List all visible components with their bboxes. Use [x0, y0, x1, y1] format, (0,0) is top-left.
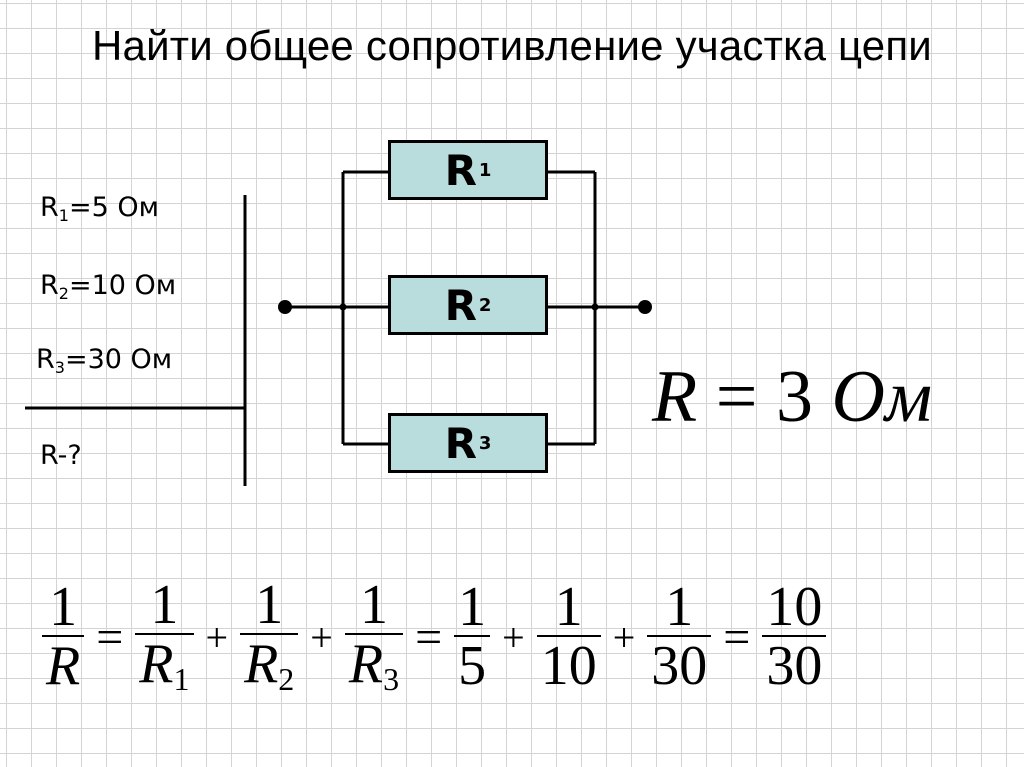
resistor-r1-subscript: 1: [478, 159, 492, 181]
denominator-symbol: R: [139, 633, 174, 696]
resistor-r2-symbol: R: [444, 280, 477, 330]
fraction-numerator: 1: [255, 574, 284, 637]
result-equation: R = 3 Ом: [652, 355, 932, 440]
given-unknown: R-?: [40, 440, 82, 471]
plus-sign: +: [205, 614, 229, 660]
resistor-r2-subscript: 2: [478, 294, 492, 316]
result-value: 3: [775, 356, 813, 438]
resistor-r3-subscript: 3: [478, 432, 492, 454]
fraction-numerator: 1: [554, 575, 583, 638]
fraction-numerator: 1: [49, 575, 78, 638]
fraction-denominator: 30: [647, 634, 712, 696]
given-r1-subscript: 1: [58, 206, 69, 225]
given-r3-subscript: 3: [54, 358, 65, 377]
given-r1-symbol: R: [40, 192, 59, 223]
denominator-subscript: 2: [278, 661, 295, 698]
terminal-right: [638, 300, 652, 314]
given-r2-value: =10 Ом: [68, 270, 177, 301]
fraction-denominator: 10: [536, 634, 601, 696]
resistor-r1-symbol: R: [444, 145, 477, 195]
fraction-numerator: 10: [766, 575, 823, 638]
equals-sign: =: [415, 610, 443, 664]
junction-left: [339, 303, 347, 311]
junction-right: [591, 303, 599, 311]
result-unit: Ом: [831, 356, 933, 438]
given-r2: R2=10 Ом: [40, 270, 176, 303]
result-symbol: R: [652, 356, 698, 438]
page-title: Найти общее сопротивление участка цепи: [92, 22, 932, 69]
given-r1-value: =5 Ом: [68, 192, 159, 223]
fraction-denominator: R3: [344, 633, 404, 698]
fraction-denominator: R2: [240, 633, 299, 698]
given-r3-symbol: R: [36, 344, 55, 375]
terminal-left: [278, 300, 292, 314]
fraction-numerator: 1: [150, 574, 179, 637]
denominator-symbol: R: [348, 633, 384, 696]
equals-sign: =: [96, 610, 124, 664]
denominator-subscript: 3: [383, 661, 400, 698]
fraction-numerator: 1: [665, 575, 694, 638]
resistor-r3-symbol: R: [444, 418, 477, 468]
plus-sign: +: [612, 614, 636, 660]
given-r1: R1=5 Ом: [40, 192, 159, 225]
plus-sign: +: [310, 614, 333, 660]
result-equals: =: [715, 356, 758, 438]
fraction-denominator: R: [42, 634, 85, 697]
given-r2-subscript: 2: [58, 284, 69, 303]
denominator-symbol: R: [244, 633, 279, 696]
fraction-denominator: 5: [454, 634, 491, 696]
fraction-numerator: 1: [458, 575, 487, 638]
denominator-symbol: R: [46, 634, 81, 697]
given-r3-value: =30 Ом: [64, 344, 173, 375]
denominator-subscript: 1: [173, 661, 190, 698]
fraction-denominator: 30: [762, 634, 827, 696]
given-r2-symbol: R: [40, 270, 59, 301]
equals-sign: =: [723, 610, 751, 664]
fraction-numerator: 1: [359, 574, 388, 637]
given-r3: R3=30 Ом: [36, 344, 172, 377]
plus-sign: +: [502, 614, 525, 660]
fraction-denominator: R1: [135, 633, 194, 698]
